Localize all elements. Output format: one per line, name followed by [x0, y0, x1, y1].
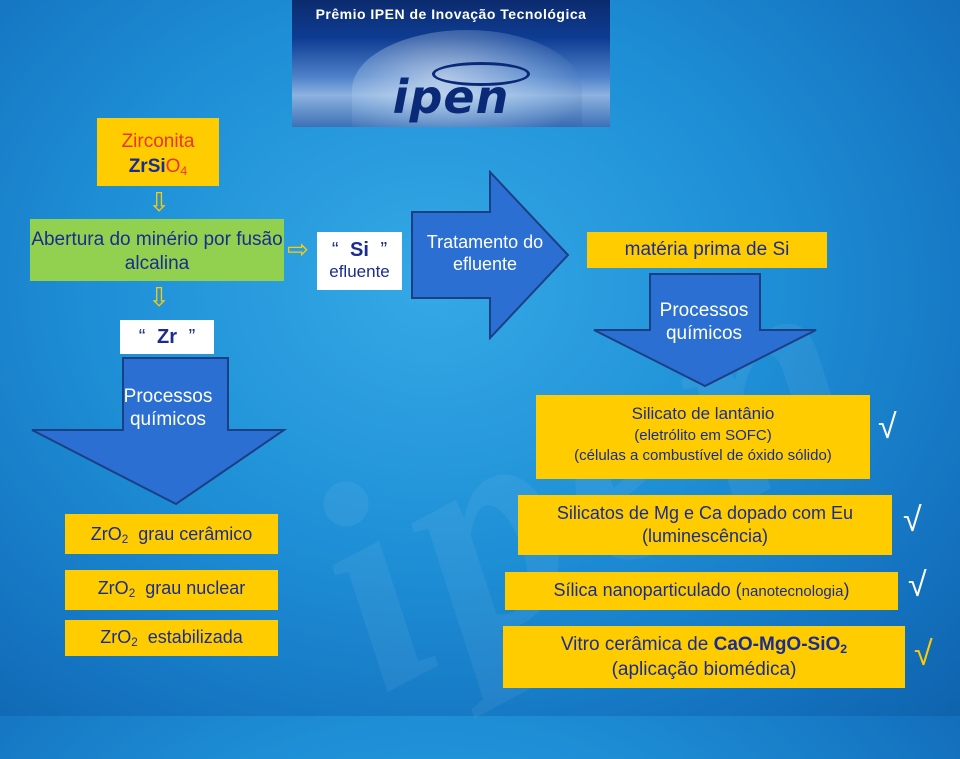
tratamento-label: Tratamento do efluente — [426, 232, 544, 274]
processos-left-label: Processos químicos — [123, 386, 213, 430]
si-label: “ Si ” — [331, 239, 388, 261]
silica-nano-box: Sílica nanoparticulado (nanotecnologia) — [505, 572, 898, 610]
ipen-logo: ipen — [392, 70, 510, 124]
check-icon: √ — [908, 566, 927, 604]
si-sub-label: efluente — [329, 262, 390, 281]
logo-ring — [432, 62, 530, 86]
banner-title: Prêmio IPEN de Inovação Tecnológica — [315, 6, 587, 22]
check-icon: √ — [903, 501, 922, 539]
award-banner: Prêmio IPEN de Inovação Tecnológica ipen — [292, 0, 610, 127]
materia-prima-box: matéria prima de Si — [587, 232, 827, 268]
zirconita-formula: ZrSiO4 — [128, 155, 188, 178]
zirconita-label: Zirconita — [121, 131, 195, 152]
check-icon: √ — [878, 408, 897, 446]
processos-left-arrow — [31, 357, 288, 506]
arrow-right-icon: ⇨ — [287, 234, 309, 264]
abertura-box: Abertura do minério por fusão alcalina — [30, 219, 284, 281]
arrow-down-icon: ⇩ — [148, 282, 170, 312]
silicatos-mg-ca-box: Silicatos de Mg e Ca dopado com Eu (lumi… — [518, 495, 892, 555]
vitro-ceramica-box: Vitro cerâmica de CaO-MgO-SiO2 (aplicaçã… — [503, 626, 905, 688]
check-icon: √ — [914, 635, 933, 673]
silicato-lantanio-box: Silicato de lantânio (eletrólito em SOFC… — [536, 395, 870, 479]
processos-right-arrow — [593, 273, 817, 388]
arrow-down-icon: ⇩ — [148, 187, 170, 217]
zro2-estabilizada-box: ZrO2 estabilizada — [65, 620, 278, 656]
zro2-ceramico-box: ZrO2 grau cerâmico — [65, 514, 278, 554]
zirconita-box: Zirconita ZrSiO4 — [97, 118, 219, 186]
zro2-nuclear-box: ZrO2 grau nuclear — [65, 570, 278, 610]
zr-box: “ Zr ” — [120, 320, 214, 354]
tratamento-arrow — [411, 170, 570, 340]
si-efluente-box: “ Si ” efluente — [317, 232, 402, 290]
processos-right-label: Processos químicos — [659, 300, 749, 344]
